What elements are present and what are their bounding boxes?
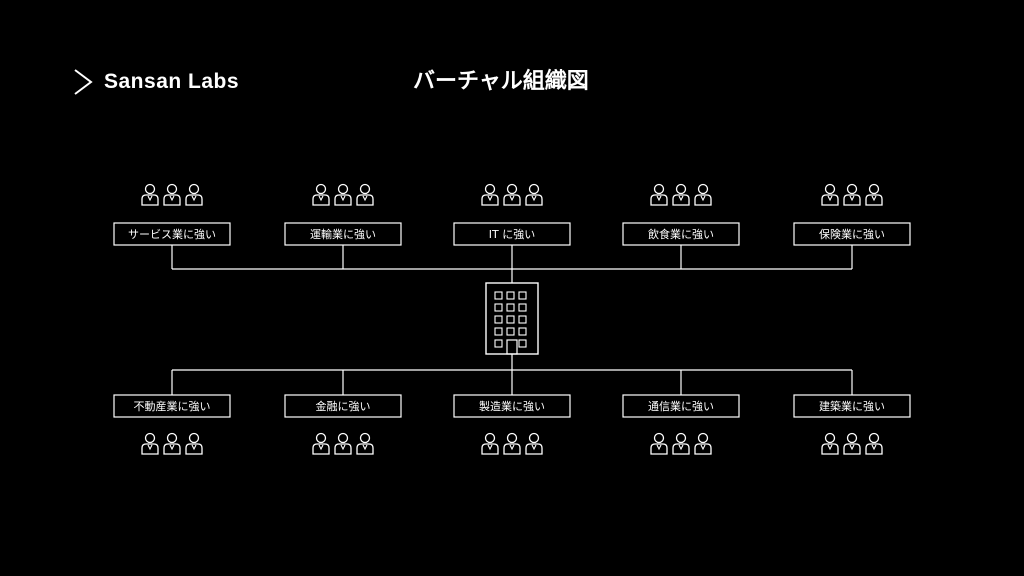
person-icon — [356, 432, 374, 455]
person-icon — [481, 183, 499, 206]
person-icon — [163, 432, 181, 455]
dept-label: 製造業に強い — [479, 399, 545, 413]
person-icon — [821, 183, 839, 206]
person-icon — [503, 183, 521, 206]
person-icon — [185, 432, 203, 455]
dept-label: 金融に強い — [316, 399, 371, 413]
dept-label: 通信業に強い — [648, 400, 714, 413]
person-icon — [865, 432, 883, 455]
people-group-top — [821, 183, 883, 206]
person-icon — [694, 432, 712, 455]
dept-label: 不動産業に強い — [134, 399, 211, 413]
dept-label: IT に強い — [489, 228, 535, 241]
dept-box: IT に強い — [453, 222, 571, 246]
person-icon — [843, 183, 861, 206]
brand: Sansan Labs — [72, 66, 239, 98]
person-icon — [334, 183, 352, 206]
person-icon — [356, 183, 374, 206]
person-icon — [141, 183, 159, 206]
connector-lines — [171, 245, 853, 395]
person-icon — [694, 183, 712, 206]
dept-box: 製造業に強い — [453, 394, 571, 418]
people-group-top — [312, 183, 374, 206]
chevron-right-icon — [74, 69, 93, 95]
person-icon — [481, 432, 499, 455]
dept-box: 不動産業に強い — [113, 394, 231, 418]
dept-box: サービス業に強い — [113, 222, 231, 246]
people-group-bottom — [821, 432, 883, 455]
people-group-top — [141, 183, 203, 206]
people-group-bottom — [650, 432, 712, 455]
person-icon — [185, 183, 203, 206]
person-icon — [843, 432, 861, 455]
person-icon — [141, 432, 159, 455]
person-icon — [503, 432, 521, 455]
person-icon — [672, 432, 690, 455]
person-icon — [525, 183, 543, 206]
person-icon — [525, 432, 543, 455]
people-group-top — [481, 183, 543, 206]
people-group-bottom — [312, 432, 374, 455]
person-icon — [312, 432, 330, 455]
person-icon — [821, 432, 839, 455]
dept-box: 金融に強い — [284, 394, 402, 418]
dept-label: 飲食業に強い — [648, 227, 714, 241]
building-icon — [485, 282, 539, 355]
person-icon — [312, 183, 330, 206]
brand-name: Sansan Labs — [104, 70, 240, 93]
person-icon — [334, 432, 352, 455]
person-icon — [163, 183, 181, 206]
dept-box: 保険業に強い — [793, 222, 911, 246]
dept-label: 運輸業に強い — [310, 227, 376, 241]
dept-box: 運輸業に強い — [284, 222, 402, 246]
dept-box: 建築業に強い — [793, 394, 911, 418]
people-group-bottom — [141, 432, 203, 455]
dept-label: サービス業に強い — [128, 228, 216, 241]
person-icon — [672, 183, 690, 206]
dept-box: 飲食業に強い — [622, 222, 740, 246]
page-title: バーチャル組織図 — [413, 69, 589, 94]
dept-label: 保険業に強い — [819, 227, 885, 241]
person-icon — [650, 432, 668, 455]
person-icon — [865, 183, 883, 206]
dept-label: 建築業に強い — [819, 399, 885, 413]
dept-box: 通信業に強い — [622, 394, 740, 418]
people-group-top — [650, 183, 712, 206]
people-group-bottom — [481, 432, 543, 455]
person-icon — [650, 183, 668, 206]
